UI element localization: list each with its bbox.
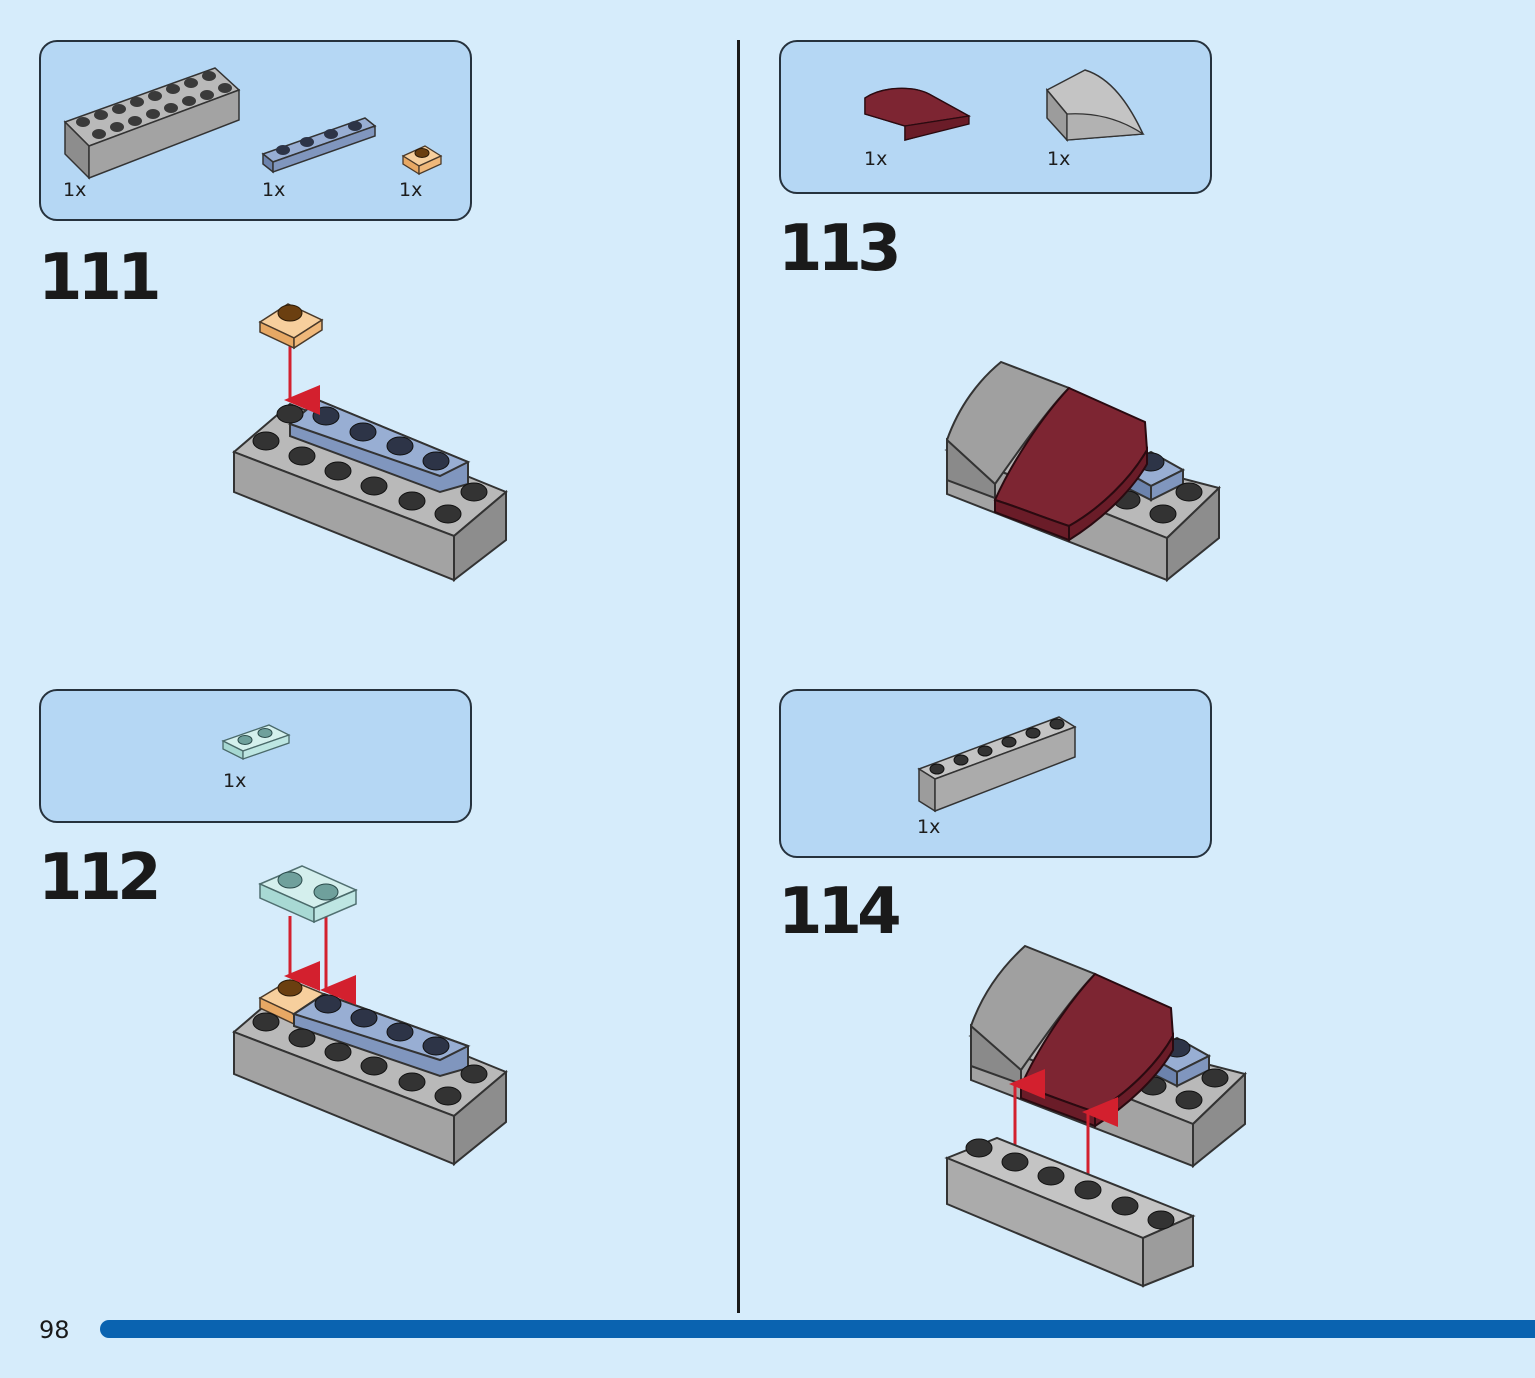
assembly-illustration-step-112	[232, 865, 508, 1167]
part-qty-1: 1x	[223, 770, 247, 792]
step-number-113: 113	[778, 212, 902, 286]
teal-trans-plate-1x2-icon	[221, 724, 291, 761]
assembly-illustration-step-111	[232, 303, 508, 583]
grey-brick-1x6-icon	[917, 716, 1077, 813]
parts-box-step-112: 1x	[39, 689, 472, 823]
step-number-112: 112	[38, 841, 162, 915]
part-qty-1: 1x	[63, 179, 87, 201]
grey-curved-slope-icon	[1045, 69, 1145, 142]
parts-box-step-114: 1x	[779, 689, 1212, 858]
assembly-illustration-step-114	[944, 944, 1247, 1288]
step-number-114: 114	[778, 875, 902, 949]
assembly-illustration-step-113	[944, 360, 1221, 583]
step-number-111: 111	[38, 241, 162, 315]
part-qty-1: 1x	[864, 148, 888, 170]
parts-box-step-111: 1x 1x 1x	[39, 40, 472, 221]
grey-brick-2x8-icon	[63, 67, 241, 180]
part-qty-2: 1x	[1047, 148, 1071, 170]
page-divider	[737, 40, 740, 1313]
part-qty-1: 1x	[917, 816, 941, 838]
part-qty-3: 1x	[399, 179, 423, 201]
page-number: 98	[39, 1316, 70, 1344]
dark-red-curved-slope-icon	[864, 87, 971, 141]
part-qty-2: 1x	[262, 179, 286, 201]
parts-box-step-113: 1x 1x	[779, 40, 1212, 194]
orange-trans-plate-1x1-icon	[401, 145, 443, 176]
blue-plate-1x4-icon	[261, 117, 377, 174]
progress-bar	[100, 1320, 1535, 1338]
